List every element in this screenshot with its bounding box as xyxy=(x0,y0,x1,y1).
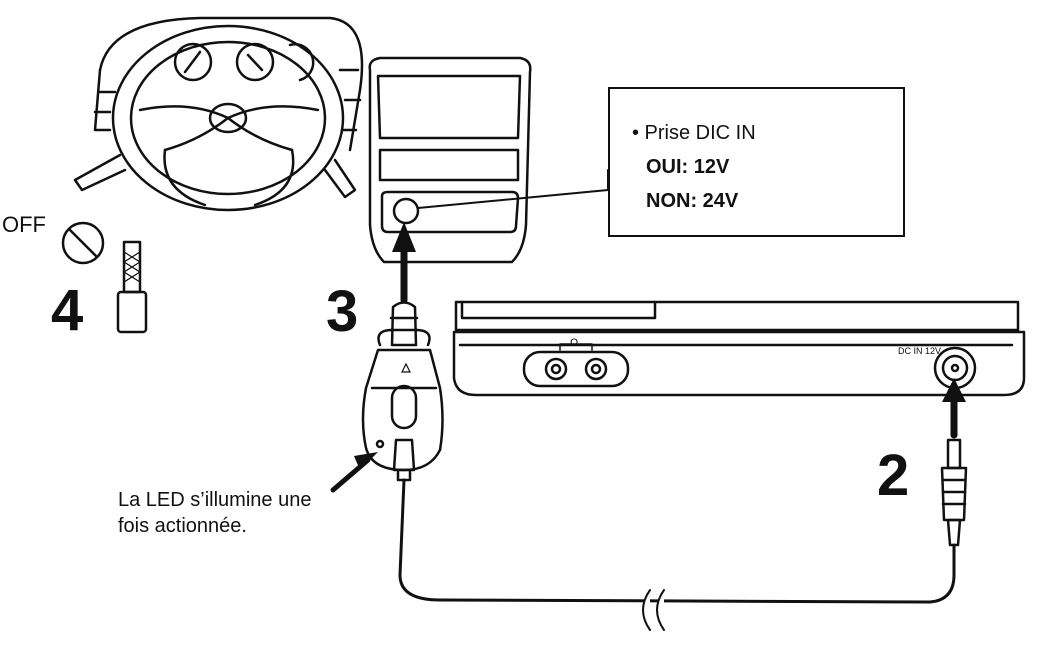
center-console-illustration xyxy=(368,56,532,264)
portable-player-illustration xyxy=(452,300,1026,397)
dc-in-jack-label: DC IN 12V xyxy=(898,346,942,356)
led-caption-line-2: fois actionnée. xyxy=(118,515,247,537)
callout-yes-line: OUI: 12V xyxy=(646,156,730,178)
steering-wheel-illustration xyxy=(73,24,357,212)
dc-in-callout-box xyxy=(608,87,905,237)
dc-plug-illustration xyxy=(940,438,968,547)
arrow-step-2-head xyxy=(942,378,966,402)
callout-no-line: NON: 24V xyxy=(646,190,739,212)
led-caption: La LED s’illumine une fois actionnée. xyxy=(118,487,311,539)
callout-bullet-text: • Prise DIC IN xyxy=(632,122,756,144)
car-adapter-plug-illustration xyxy=(361,301,444,482)
led-arrow-head xyxy=(354,452,378,470)
dashboard-illustration xyxy=(93,16,364,152)
led-caption-line-1: La LED s’illumine une xyxy=(118,489,312,511)
power-cable xyxy=(398,478,956,604)
ignition-key-illustration xyxy=(61,221,148,334)
step-number-4: 4 xyxy=(51,278,84,343)
headphone-jack-label: Ω xyxy=(570,337,579,349)
step-number-2: 2 xyxy=(877,443,910,508)
arrow-step-3-head xyxy=(392,222,416,252)
step-number-3: 3 xyxy=(326,279,359,344)
ignition-off-label: OFF xyxy=(2,212,46,237)
